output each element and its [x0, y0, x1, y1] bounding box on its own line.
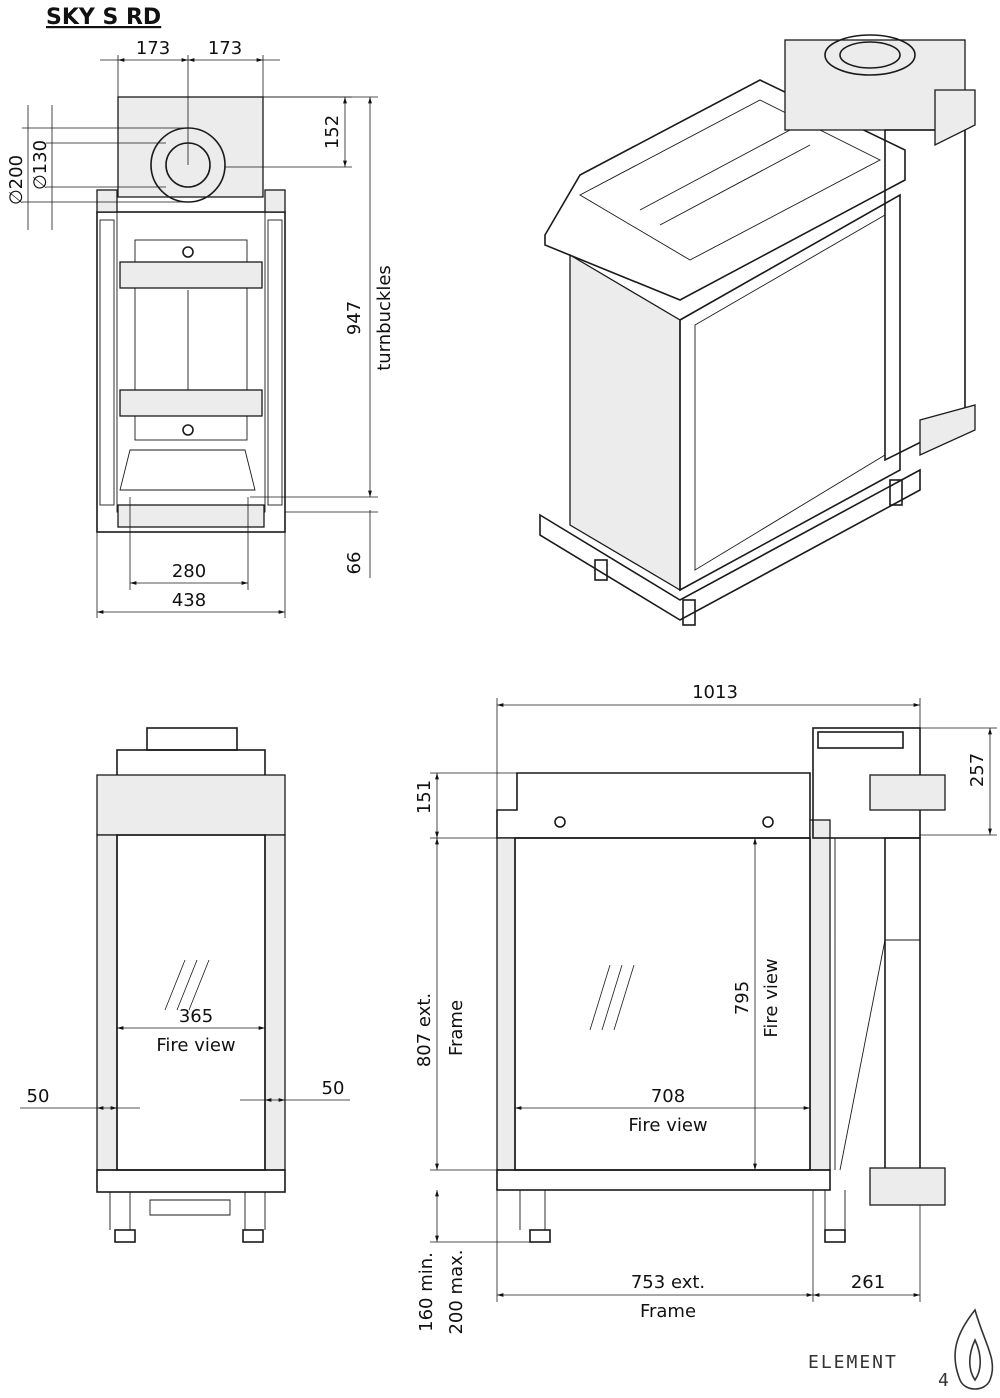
- fire-view-height-label: Fire view: [761, 958, 782, 1037]
- dim-947: 947: [344, 301, 365, 335]
- dim-50-left: 50: [27, 1086, 50, 1107]
- turnbuckles-label: turnbuckles: [374, 265, 395, 371]
- fire-view-width-label: Fire view: [628, 1115, 707, 1136]
- logo-text: ELEMENT: [808, 1352, 898, 1373]
- element4-logo: ELEMENT 4: [808, 1308, 994, 1391]
- drawing-title: SKY S RD: [46, 5, 161, 30]
- dim-280: 280: [172, 561, 206, 582]
- top-view: 173 173 152 ∅200 ∅130 947 turnbuckles 66…: [6, 38, 395, 618]
- logo-number: 4: [938, 1370, 951, 1391]
- front-view: 365 Fire view 50 50: [20, 727, 350, 1243]
- frame-height-label: Frame: [446, 1000, 467, 1056]
- dim-173-right: 173: [208, 38, 242, 59]
- dim-173-left: 173: [136, 38, 170, 59]
- isometric-view: [539, 34, 976, 626]
- dim-151: 151: [414, 780, 435, 814]
- dim-261: 261: [851, 1272, 885, 1293]
- dim-438: 438: [172, 590, 206, 611]
- flame-icon: [954, 1308, 994, 1390]
- dim-795: 795: [732, 981, 753, 1015]
- leg-min: 160 min.: [416, 1252, 437, 1332]
- glass-hatch-icon: [164, 959, 210, 1011]
- glass-hatch-icon: [589, 964, 635, 1031]
- side-view: 1013 257 151 807 ext. Frame 795 Fire vie…: [414, 682, 997, 1335]
- dim-diameter-130: ∅130: [30, 140, 51, 190]
- dim-1013: 1013: [692, 682, 738, 703]
- dim-365: 365: [179, 1006, 213, 1027]
- frame-width-label: Frame: [640, 1301, 696, 1322]
- leg-max: 200 max.: [446, 1249, 467, 1334]
- dim-807-ext: 807 ext.: [414, 993, 435, 1067]
- front-glass: [116, 834, 266, 1171]
- dim-152: 152: [322, 115, 343, 149]
- dim-50-right: 50: [322, 1078, 345, 1099]
- dim-708: 708: [651, 1086, 685, 1107]
- fire-view-label-front: Fire view: [156, 1035, 235, 1056]
- dim-753-ext: 753 ext.: [631, 1272, 705, 1293]
- dim-diameter-200: ∅200: [6, 155, 27, 205]
- dim-257: 257: [967, 753, 988, 787]
- dim-66: 66: [344, 552, 365, 575]
